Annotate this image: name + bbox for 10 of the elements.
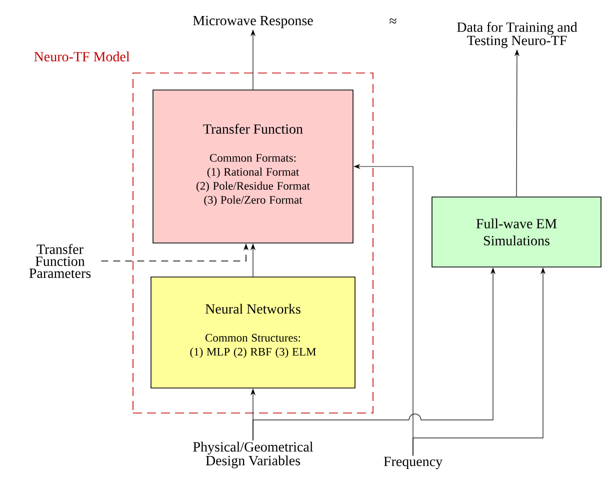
process-box: Neural Networks Common Structures: (1) MLP (2) RBF (3) ELM (150, 276, 356, 388)
io-label: Data for Training and Testing Neuro-TF (457, 22, 578, 48)
group-title: Neuro-TF Model (34, 52, 130, 62)
process-box: Full-wave EM Simulations (432, 196, 602, 268)
io-label: Transfer Function Parameters (29, 244, 91, 278)
approx-sign: ≈ (390, 18, 396, 24)
io-label: Frequency (384, 456, 442, 470)
process-box: Transfer Function Common Formats: (1) Rational Format (2) Pole/Residue Format (3) Pole/Zero Format (152, 90, 354, 244)
io-label: Physical/Geometrical Design Variables (193, 442, 313, 468)
io-label: Microwave Response (193, 16, 313, 28)
